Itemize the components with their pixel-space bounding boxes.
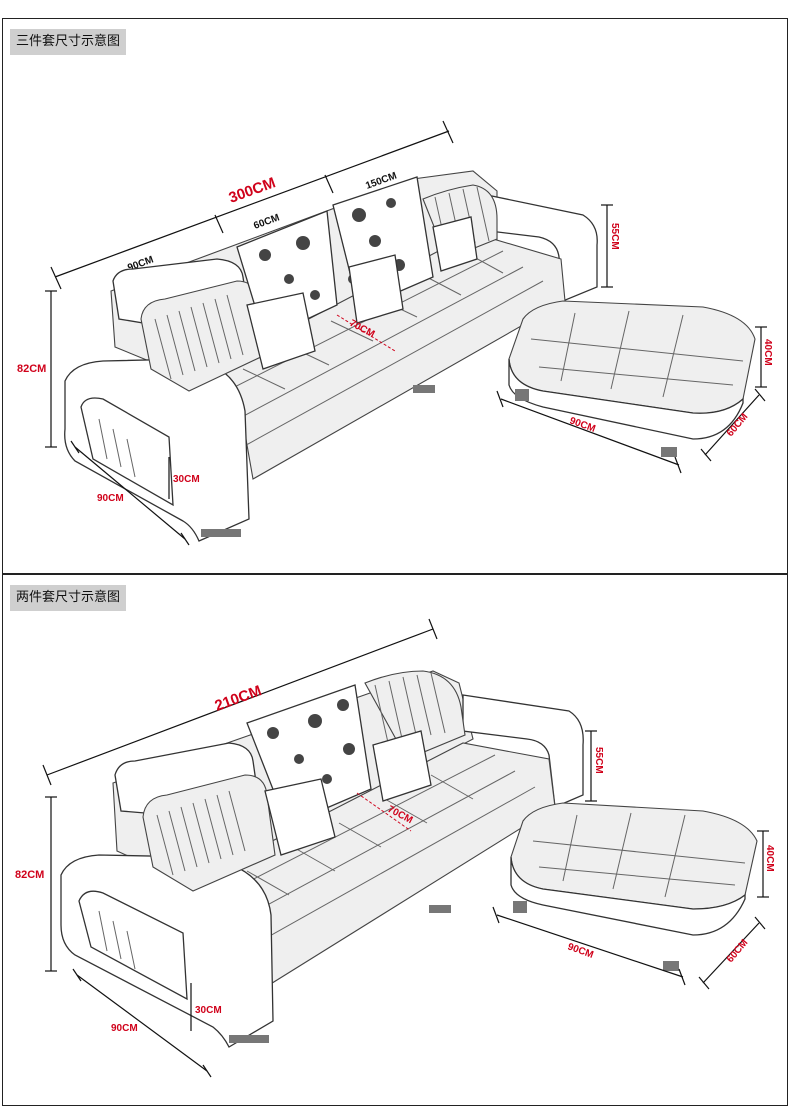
ottoman-illustration bbox=[510, 802, 758, 971]
arm-height-dimension bbox=[585, 730, 597, 802]
sofa-illustration bbox=[64, 170, 598, 542]
ottoman-width-label: 60CM bbox=[725, 937, 751, 965]
total-height-label: 82CM bbox=[15, 869, 44, 881]
arm-depth-label: 90CM bbox=[97, 493, 124, 504]
total-height-dimension bbox=[45, 290, 57, 448]
ottoman-height-dimension bbox=[755, 326, 767, 388]
ottoman-length-dimension bbox=[492, 906, 686, 986]
ottoman-illustration bbox=[508, 300, 756, 457]
width-dimension-line bbox=[42, 618, 438, 786]
ottoman-length-label: 90CM bbox=[568, 415, 597, 434]
arm-depth-dimension bbox=[70, 440, 190, 546]
total-width-label: 300CM bbox=[227, 174, 278, 207]
arm-height-dimension bbox=[601, 204, 613, 288]
segment-mid-label: 60CM bbox=[252, 212, 281, 231]
ottoman-width-dimension bbox=[700, 388, 766, 462]
width-dimension-line bbox=[50, 120, 454, 290]
arm-height-label: 55CM bbox=[593, 747, 604, 774]
total-height-dimension bbox=[45, 796, 57, 972]
panel-title: 两件套尺寸示意图 bbox=[10, 585, 127, 611]
ottoman-length-label: 90CM bbox=[566, 941, 595, 960]
ottoman-height-dimension bbox=[757, 830, 769, 898]
two-piece-panel: 两件套尺寸示意图 210CM bbox=[2, 574, 788, 1106]
three-piece-panel: 三件套尺寸示意图 300CM 90CM 60CM 150CM bbox=[2, 18, 788, 574]
total-height-label: 82CM bbox=[17, 363, 46, 375]
panel-title: 三件套尺寸示意图 bbox=[10, 29, 127, 55]
three-piece-sofa-diagram: 300CM 90CM 60CM 150CM bbox=[17, 120, 773, 546]
ottoman-length-dimension bbox=[496, 390, 682, 474]
sofa-illustration bbox=[60, 670, 584, 1048]
ottoman-height-label: 40CM bbox=[764, 845, 775, 872]
two-piece-sofa-diagram: 210CM 70CM bbox=[15, 618, 775, 1078]
arm-depth-label: 90CM bbox=[111, 1023, 138, 1034]
shelf-height-label: 30CM bbox=[195, 1005, 222, 1016]
total-width-label: 210CM bbox=[213, 682, 264, 715]
arm-depth-dimension bbox=[72, 968, 212, 1078]
ottoman-width-dimension bbox=[698, 916, 766, 990]
shelf-height-label: 30CM bbox=[173, 474, 200, 485]
ottoman-height-label: 40CM bbox=[762, 339, 773, 366]
arm-height-label: 55CM bbox=[609, 223, 620, 250]
